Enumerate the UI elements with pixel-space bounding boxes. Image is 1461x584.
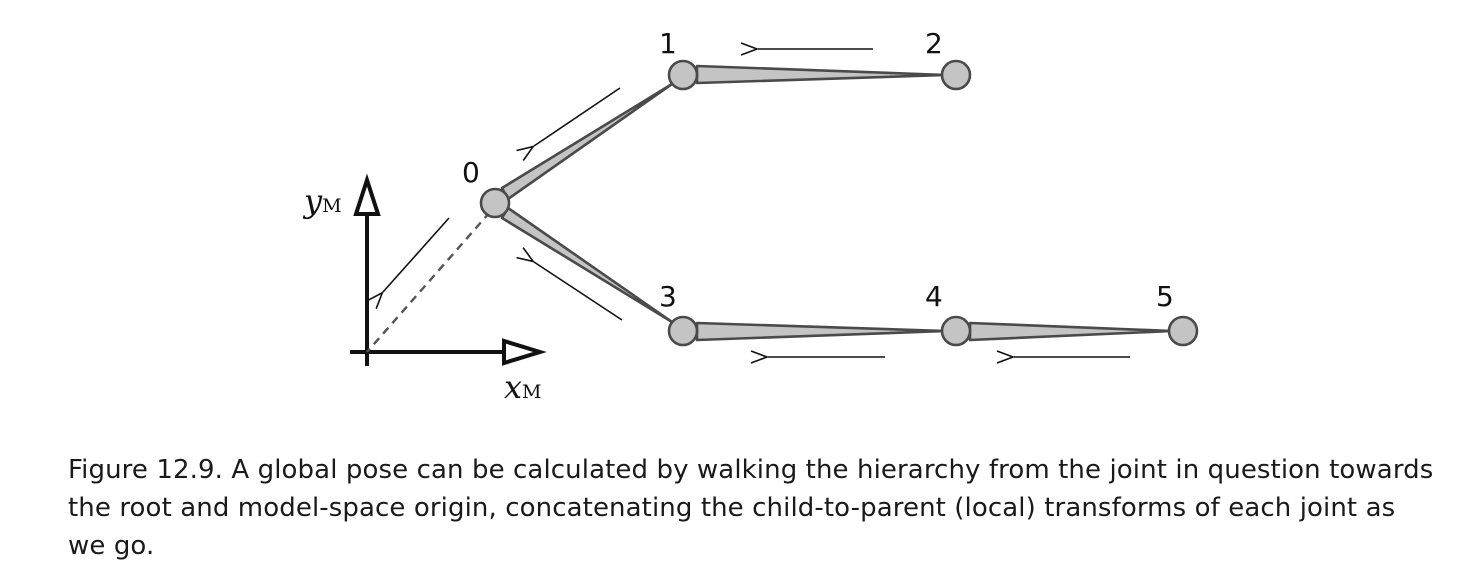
y-axis-label-subscript: M bbox=[322, 195, 341, 217]
joint-0 bbox=[479, 187, 511, 219]
x-axis-label: xM bbox=[504, 368, 542, 406]
joint-3 bbox=[667, 315, 699, 347]
bone-3-4 bbox=[695, 321, 948, 342]
y-axis-label-main: y bbox=[302, 182, 323, 220]
arrow-1-to-0 bbox=[534, 87, 621, 146]
joint-label-4: 4 bbox=[925, 280, 943, 313]
joint-5 bbox=[1167, 315, 1199, 347]
x-axis-arrowhead bbox=[502, 338, 547, 366]
joint-2 bbox=[940, 59, 972, 91]
joints bbox=[479, 59, 1199, 347]
arrow-3-to-0 bbox=[534, 262, 623, 321]
joint-label-2: 2 bbox=[925, 27, 943, 60]
joint-labels: 0 1 2 3 4 5 bbox=[462, 27, 1174, 313]
bone-1-2 bbox=[695, 64, 948, 85]
joint-label-0: 0 bbox=[462, 156, 480, 189]
arrow-0-to-origin bbox=[383, 217, 450, 292]
root-to-origin-dashed-line bbox=[366, 211, 491, 353]
joint-1 bbox=[667, 59, 699, 91]
joint-label-5: 5 bbox=[1156, 280, 1174, 313]
x-axis-label-subscript: M bbox=[522, 381, 541, 403]
figure-caption: Figure 12.9. A global pose can be calcul… bbox=[68, 455, 1434, 561]
bone-0-3 bbox=[500, 206, 674, 324]
x-axis-label-main: x bbox=[504, 368, 522, 406]
skeleton-hierarchy-diagram: yM xM 0 1 2 3 4 5 bbox=[302, 27, 1199, 406]
bone-0-1 bbox=[500, 82, 674, 201]
traversal-arrows bbox=[383, 49, 1130, 357]
bones bbox=[500, 64, 1174, 342]
joint-label-3: 3 bbox=[659, 280, 677, 313]
y-axis-arrowhead bbox=[353, 173, 381, 216]
model-space-axes: yM xM bbox=[302, 173, 547, 406]
y-axis-label: yM bbox=[302, 182, 342, 220]
joint-4 bbox=[940, 315, 972, 347]
joint-label-1: 1 bbox=[659, 27, 677, 60]
bone-4-5 bbox=[968, 321, 1174, 342]
